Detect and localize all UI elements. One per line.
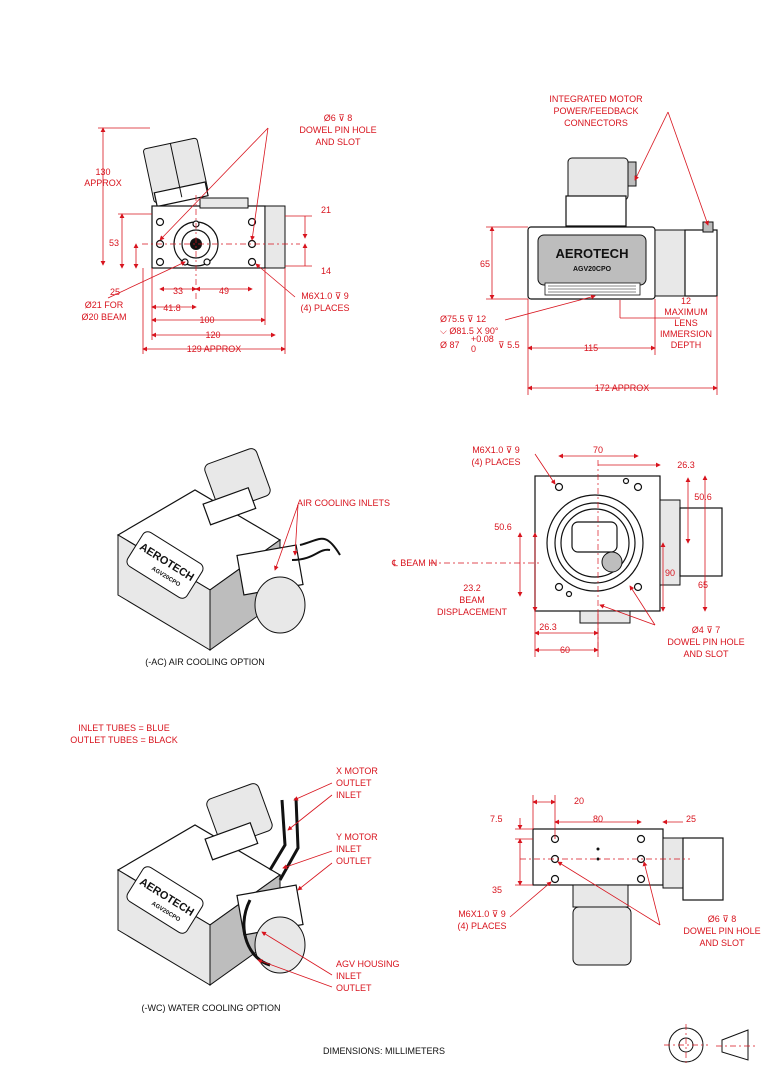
lens-callout-line4: IMMERSION xyxy=(660,329,712,339)
dowel-callout-line1: Ø6 ⊽ 8 xyxy=(708,914,737,924)
dim-70: 70 xyxy=(593,445,603,455)
lens-callout-line5: DEPTH xyxy=(671,340,702,350)
dim-35: 35 xyxy=(492,885,502,895)
height-dim-label: 130 xyxy=(95,167,110,177)
dim-129-approx: 129 APPROX xyxy=(187,344,242,354)
beam-callout-line2: Ø20 BEAM xyxy=(81,312,126,322)
dowel-callout-line2: DOWEL PIN HOLE xyxy=(299,125,376,135)
dim-115: 115 xyxy=(584,343,598,353)
bore-callout-line2: ⌵ Ø81.5 X 90° xyxy=(440,326,499,336)
air-inlets-label: AIR COOLING INLETS xyxy=(297,498,390,508)
bore-tol-upper: +0.08 xyxy=(471,334,494,344)
dim-80: 80 xyxy=(593,814,603,824)
y-motor-label: Y MOTOR xyxy=(336,832,378,842)
brand-logo: AEROTECH xyxy=(556,246,629,261)
agv-housing-label: AGV HOUSING xyxy=(336,959,400,969)
connector-callout-line2: POWER/FEEDBACK xyxy=(553,106,638,116)
dim-50-6-left: 50.6 xyxy=(494,522,512,532)
lens-callout-line2: MAXIMUM xyxy=(664,307,708,317)
bore-tol-lower: 0 xyxy=(471,344,476,354)
dim-53: 53 xyxy=(109,238,119,248)
isometric-water-cooling xyxy=(116,782,333,988)
units-note: DIMENSIONS: MILLIMETERS xyxy=(323,1046,445,1056)
dowel-callout-line2: DOWEL PIN HOLE xyxy=(667,637,744,647)
dim-50-6-right: 50.6 xyxy=(694,492,712,502)
thread-callout-line1: M6X1.0 ⊽ 9 xyxy=(301,291,349,301)
dowel-callout-line3: AND SLOT xyxy=(699,938,745,948)
legend-outlet: OUTLET TUBES = BLACK xyxy=(70,735,177,745)
dowel-callout-line1: Ø6 ⊽ 8 xyxy=(324,113,353,123)
dim-41-8: 41.8 xyxy=(163,303,181,313)
model-label: AGV20CPO xyxy=(573,266,612,273)
dim-65-bottom: 65 xyxy=(698,580,708,590)
x-motor-label: X MOTOR xyxy=(336,766,378,776)
bore-callout-main: Ø 87 xyxy=(440,340,460,350)
top-view-bottom-right xyxy=(509,795,724,966)
bore-depth: ⊽ 5.5 xyxy=(498,340,520,350)
dowel-callout-line1: Ø4 ⊽ 7 xyxy=(692,625,721,635)
thread-callout-line1: M6X1.0 ⊽ 9 xyxy=(472,445,520,455)
connector-callout-line3: CONNECTORS xyxy=(564,118,628,128)
dim-172-approx: 172 APPROX xyxy=(595,383,650,393)
bottom-view-mid-right xyxy=(430,453,723,657)
disp-line3: DISPLACEMENT xyxy=(437,607,508,617)
x-motor-outlet: OUTLET xyxy=(336,778,372,788)
height-dim-approx: APPROX xyxy=(84,178,122,188)
projection-symbol-icon xyxy=(664,1024,756,1066)
agv-housing-outlet: OUTLET xyxy=(336,983,372,993)
dim-26-3-bottom: 26.3 xyxy=(539,622,557,632)
y-motor-outlet: OUTLET xyxy=(336,856,372,866)
dowel-callout-line3: AND SLOT xyxy=(315,137,361,147)
dowel-callout-line2: DOWEL PIN HOLE xyxy=(683,926,760,936)
bore-callout-line1: Ø75.5 ⊽ 12 xyxy=(440,314,486,324)
dim-25: 25 xyxy=(110,287,120,297)
dim-26-3-top: 26.3 xyxy=(677,460,695,470)
dim-60: 60 xyxy=(560,645,570,655)
water-cooling-caption: (-WC) WATER COOLING OPTION xyxy=(142,1003,281,1013)
beam-in-label: ℄ BEAM IN xyxy=(391,558,437,568)
lens-callout-line3: LENS xyxy=(674,318,698,328)
motor-body xyxy=(143,137,209,208)
side-view-top-right xyxy=(486,111,718,395)
dim-120: 120 xyxy=(205,330,220,340)
beam-callout-line1: Ø21 FOR xyxy=(85,300,124,310)
front-view-top-left xyxy=(98,127,312,354)
dowel-callout-line3: AND SLOT xyxy=(683,649,729,659)
dim-14: 14 xyxy=(321,266,331,276)
dim-49: 49 xyxy=(219,286,229,296)
dim-21: 21 xyxy=(321,205,331,215)
connector-callout-line1: INTEGRATED MOTOR xyxy=(549,94,643,104)
dim-100: 100 xyxy=(199,315,214,325)
thread-callout-line2: (4) PLACES xyxy=(471,457,520,467)
motor-body xyxy=(567,157,629,201)
lens-callout-line1: 12 xyxy=(681,296,691,306)
dim-90: 90 xyxy=(665,568,675,578)
agv-housing-inlet: INLET xyxy=(336,971,362,981)
air-cooling-caption: (-AC) AIR COOLING OPTION xyxy=(145,657,265,667)
dim-65-side: 65 xyxy=(480,259,490,269)
thread-callout-line2: (4) PLACES xyxy=(457,921,506,931)
dim-20: 20 xyxy=(574,796,584,806)
y-motor-inlet: INLET xyxy=(336,844,362,854)
legend-inlet: INLET TUBES = BLUE xyxy=(78,723,169,733)
dim-33: 33 xyxy=(173,286,183,296)
dim-7-5: 7.5 xyxy=(490,814,503,824)
disp-line2: BEAM xyxy=(459,595,485,605)
x-motor-inlet: INLET xyxy=(336,790,362,800)
thread-callout-line2: (4) PLACES xyxy=(300,303,349,313)
dim-25: 25 xyxy=(686,814,696,824)
isometric-air-cooling xyxy=(116,448,341,651)
thread-callout-line1: M6X1.0 ⊽ 9 xyxy=(458,909,506,919)
disp-line1: 23.2 xyxy=(463,583,481,593)
